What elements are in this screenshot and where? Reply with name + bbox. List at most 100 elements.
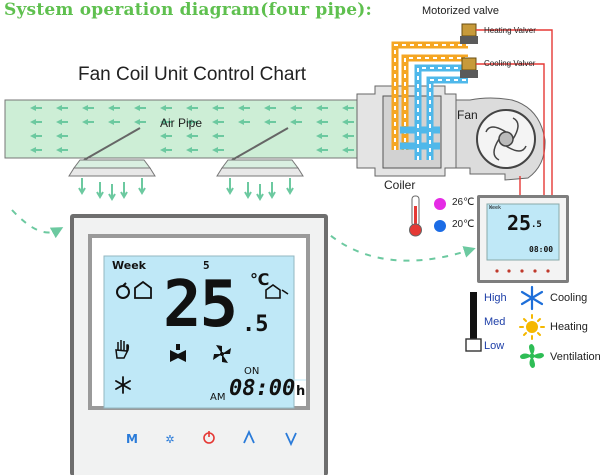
mini-thermostat [477, 195, 569, 283]
mode-heating-label: Heating [550, 321, 588, 333]
speed-med-label: Med [484, 316, 506, 328]
speed-low-label: Low [484, 340, 505, 352]
down-arrow [244, 182, 252, 199]
down-arrow [256, 184, 264, 201]
cooling-valve-label: Cooling Valver [484, 59, 536, 68]
hand-icon [115, 340, 130, 359]
heating-valve-label: Heating Valver [484, 26, 536, 35]
airflow-arrow [342, 105, 354, 111]
temperature-decimal: .5 [242, 312, 269, 337]
down-arrow [226, 178, 234, 195]
thermostat-buttons: M ✲ [126, 429, 297, 447]
home-away-icon [265, 284, 289, 299]
airflow-arrow [30, 105, 42, 111]
airflow-arrow [238, 105, 250, 111]
airflow-arrow [56, 147, 68, 153]
airflow-arrow [212, 147, 224, 153]
speed-high-label: High [484, 292, 507, 304]
airflow-arrow [160, 119, 172, 125]
mini-temp-main: 25 [507, 211, 532, 235]
airflow-arrow [212, 105, 224, 111]
down-arrow [120, 182, 128, 199]
airflow-arrow [290, 105, 302, 111]
airflow-arrow [160, 147, 172, 153]
hot-dot [434, 198, 446, 210]
down-arrow [138, 178, 146, 195]
control-wires [476, 29, 553, 196]
chart-title: Fan Coil Unit Control Chart [78, 64, 307, 85]
air-diffuser-left [68, 127, 156, 177]
week-day: 5 [203, 259, 210, 272]
airflow-arrow [186, 133, 198, 139]
airflow-arrow [264, 105, 276, 111]
down-flow-arrows [78, 178, 294, 201]
airflow-arrow [56, 133, 68, 139]
mode-cooling-label: Cooling [550, 292, 588, 304]
svg-text:✲: ✲ [165, 433, 174, 446]
cooling-valve-icon [460, 57, 478, 78]
air-pipe-duct [4, 99, 358, 159]
airflow-arrow [316, 147, 328, 153]
time-unit: h [296, 384, 306, 399]
airflow-arrow [212, 133, 224, 139]
down-arrow [268, 182, 276, 199]
airflow-arrow [160, 105, 172, 111]
airflow-arrow [316, 119, 328, 125]
diagram-title: System operation diagram(four pipe): [4, 0, 372, 20]
airflow-arrow [160, 133, 172, 139]
temperature-unit: ℃ [250, 270, 270, 289]
heating-valve-icon [460, 23, 478, 44]
airflow-arrow [186, 147, 198, 153]
fan-icon-ventilation [520, 344, 544, 368]
thermometer-icon [409, 195, 422, 237]
airflow-arrow [342, 133, 354, 139]
mini-week-label: Week [489, 205, 502, 211]
cold-temp-label: 20℃ [452, 219, 475, 230]
mini-temp-decimal: .5 [531, 220, 542, 230]
speed-slider [465, 292, 482, 352]
hot-temp-label: 26℃ [452, 197, 475, 208]
airflow-arrow [264, 119, 276, 125]
airflow-arrow [108, 119, 120, 125]
cold-dot [434, 220, 446, 232]
curved-airflow-arrows [11, 209, 476, 262]
airflow-arrow [186, 105, 198, 111]
air-diffuser-right [216, 127, 304, 177]
auto-mode-icon [116, 282, 130, 299]
main-thermostat [70, 214, 328, 475]
snowflake-icon-cooling [520, 285, 544, 311]
airflow-arrow [342, 147, 354, 153]
airflow-arrow [108, 105, 120, 111]
airflow-arrow [290, 119, 302, 125]
airflow-arrow [82, 105, 94, 111]
airflow-arrow [56, 105, 68, 111]
mode-ventilation-label: Ventilation [550, 351, 600, 363]
home-icon [134, 280, 152, 299]
down-arrow [78, 178, 86, 195]
airflow-arrow [30, 119, 42, 125]
valve-icon [170, 344, 186, 362]
down-arrow [108, 184, 116, 201]
coiler-label: Coiler [384, 178, 416, 192]
airflow-arrow [30, 133, 42, 139]
airflow-arrow [134, 105, 146, 111]
air-pipe-label: Air Pipe [160, 116, 203, 130]
airflow-arrow [30, 147, 42, 153]
airflow-arrow [186, 119, 198, 125]
mini-time: 08:00 [529, 245, 554, 254]
fan-label: Fan [457, 108, 478, 122]
time-display: 08:00 [229, 376, 296, 401]
airflow-arrow [82, 119, 94, 125]
week-label: Week [112, 259, 146, 272]
airflow-arrow [316, 133, 328, 139]
motorized-valve-label: Motorized valve [422, 5, 500, 17]
airflow-arrow [212, 119, 224, 125]
am-label: AM [210, 392, 226, 403]
airflow-arrow [238, 119, 250, 125]
snowflake-lcd-icon [115, 376, 131, 394]
airflow-arrow [316, 105, 328, 111]
air-flow-arrows [30, 105, 354, 153]
airflow-arrow [342, 119, 354, 125]
sun-icon-heating [519, 314, 545, 340]
